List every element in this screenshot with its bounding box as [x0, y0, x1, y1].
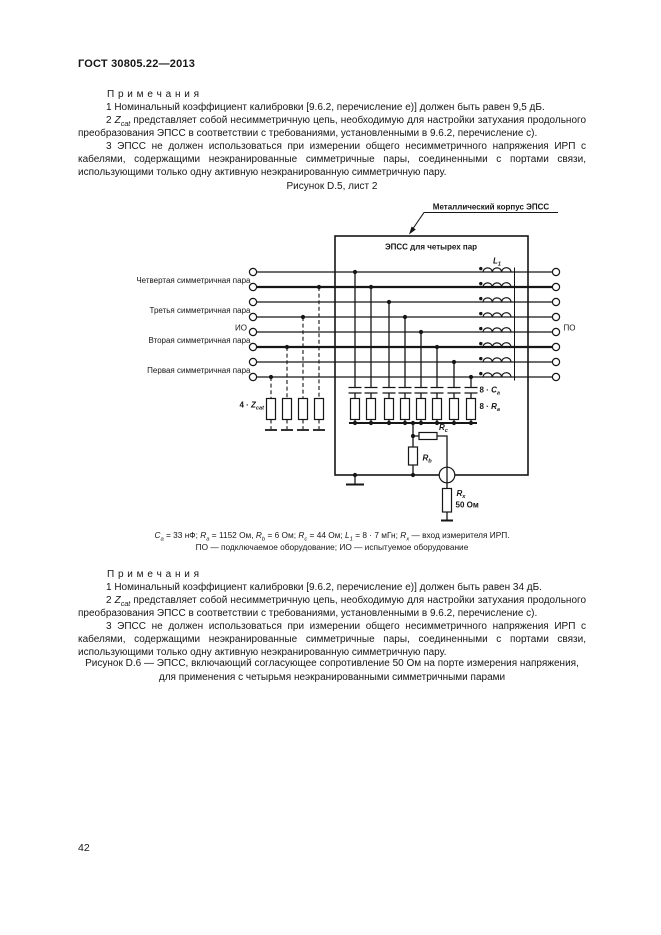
pair2-label: Вторая симметричная пара — [148, 336, 251, 345]
rc-resistor-icon — [418, 431, 438, 441]
callout-leader-line — [411, 211, 558, 231]
tap-junction-dots — [352, 269, 474, 380]
pair3-label: Третья симметричная пара — [150, 306, 252, 315]
notes-block-top: П р и м е ч а н и я 1 Номинальный коэффи… — [78, 88, 586, 179]
zcat-tap-dots — [268, 284, 322, 380]
po-label: ПО — [564, 324, 576, 333]
note-item: 1 Номинальный коэффициент калибровки [9.… — [106, 582, 542, 593]
isn-box-title: ЭПСС для четырех пар — [385, 243, 477, 252]
notes-title: П р и м е ч а н и я — [107, 569, 200, 580]
pair4-label: Четвертая симметричная пара — [136, 276, 251, 285]
rb-resistor-icon — [407, 446, 419, 466]
inductor-icon — [482, 267, 512, 378]
io-label: ИО — [235, 324, 247, 333]
zcat-resistor-icons — [265, 397, 325, 421]
rc-label: Rc — [439, 423, 449, 434]
l1-label: L1 — [493, 257, 501, 268]
circuit-diagram: Металлический корпус ЭПСС ЭПСС для четыр… — [136, 203, 576, 522]
notes-title: П р и м е ч а н и я — [107, 89, 200, 100]
rx-label: Rx — [457, 489, 467, 500]
ra-resistor-icons — [349, 397, 477, 421]
winding-polarity-dots — [479, 266, 483, 376]
right-terminal-icons — [551, 267, 561, 382]
rb-label: Rb — [423, 454, 433, 465]
zcat-dashed-lines — [270, 287, 320, 429]
ra-label: 8 · Ra — [480, 402, 500, 413]
enclosure-label: Металлический корпус ЭПСС — [433, 203, 550, 212]
note-item: 3 ЭПСС не должен использоваться при изме… — [78, 141, 586, 178]
note-item: 3 ЭПСС не должен использоваться при изме… — [78, 621, 586, 658]
junction-dot — [410, 472, 416, 478]
legend-caption: ПО — подключаемое оборудование; ИО — исп… — [195, 542, 469, 552]
pair1-label: Первая симметричная пара — [147, 366, 251, 375]
note-item: 2 Zcat представляет собой несимметричную… — [78, 595, 587, 619]
ca-label: 8 · Ca — [480, 386, 500, 397]
rx-value-label: 50 Ом — [456, 501, 479, 510]
figure-d6-caption: Рисунок D.6 — ЭПСС, включающий согласующ… — [78, 657, 586, 684]
junction-dot — [410, 433, 416, 439]
figure-d6-caption-line2: для применения с четырьмя неэкранированн… — [158, 671, 506, 683]
rx-resistor-icon — [441, 487, 453, 513]
arrow-icon — [409, 226, 416, 235]
component-values-caption: Ca = 33 нФ; Ra = 1152 Ом, Rb = 6 Ом; Rc … — [154, 530, 510, 543]
notes-block-bottom: П р и м е ч а н и я 1 Номинальный коэффи… — [78, 568, 586, 659]
bus-junction-dots — [352, 420, 474, 426]
left-terminal-icons — [248, 267, 258, 382]
zcat-label: 4 · Zcat — [239, 401, 265, 412]
note-item: 1 Номинальный коэффициент калибровки [9.… — [106, 102, 545, 113]
figure-d6-caption-line1: Рисунок D.6 — ЭПСС, включающий согласующ… — [85, 658, 579, 669]
page-number: 42 — [78, 842, 90, 854]
isn-enclosure-box — [334, 235, 529, 476]
document-number: ГОСТ 30805.22—2013 — [78, 58, 196, 70]
note-item: 2 Zcat представляет собой несимметричную… — [78, 115, 587, 139]
figure-d5-sheet-label: Рисунок D.5, лист 2 — [286, 181, 378, 192]
